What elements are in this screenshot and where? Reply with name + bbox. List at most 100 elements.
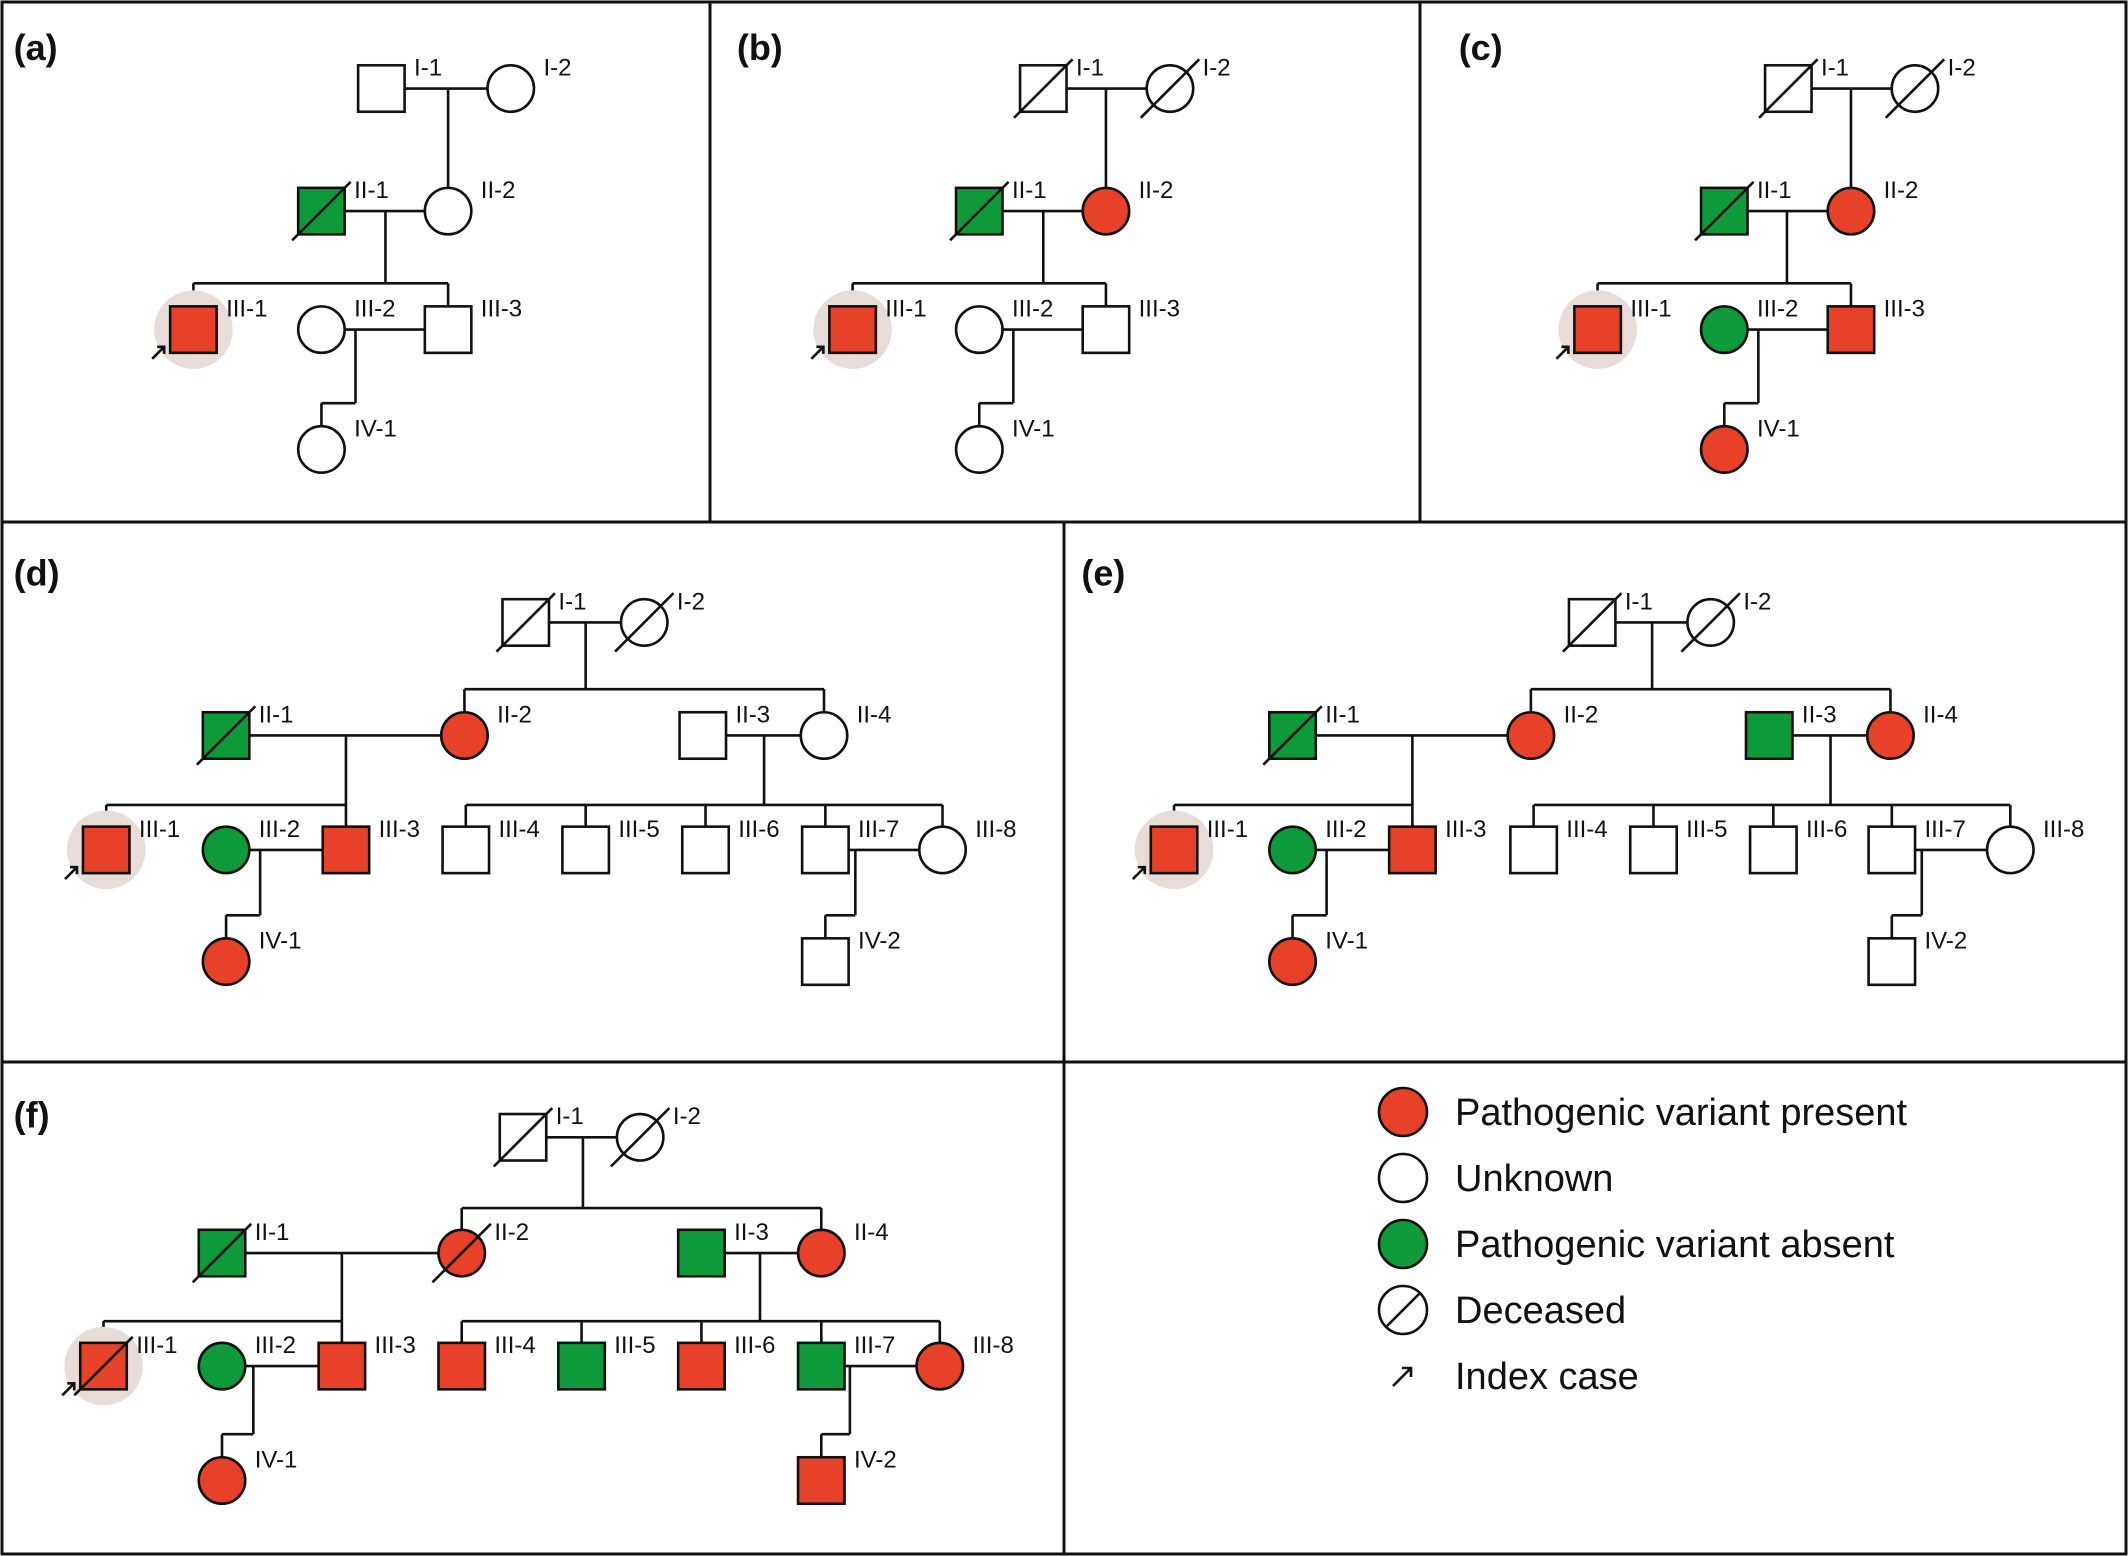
individual-label: II-1 (255, 1219, 290, 1246)
female-symbol (439, 710, 489, 761)
male-symbol (1744, 710, 1794, 761)
male-symbol (1628, 825, 1679, 875)
individual-label: II-2 (1564, 701, 1599, 728)
individual-label: I-1 (556, 1103, 584, 1130)
index-arrow-icon (151, 345, 166, 360)
individual: II-2 (1826, 177, 1918, 236)
deceased-slash (1758, 58, 1819, 119)
individual-label: II-2 (494, 1219, 529, 1246)
male-symbol (680, 825, 731, 875)
individual-label: III-2 (1325, 816, 1366, 843)
arrow-icon (1392, 1367, 1412, 1387)
individual-label: III-1 (1207, 816, 1248, 843)
individual: III-2 (954, 296, 1053, 355)
individual: III-6 (1748, 816, 1847, 875)
open-circle (1377, 1152, 1429, 1204)
index-arrow-head (69, 865, 79, 875)
individual-label: II-3 (1802, 701, 1837, 728)
individual-label: III-1 (136, 1332, 177, 1359)
individual-label: III-4 (1566, 816, 1607, 843)
individual: III-5 (1628, 816, 1727, 875)
individual: III-7 (1867, 816, 1966, 875)
individual: II-1 (191, 1219, 290, 1284)
individual: III-1 (64, 810, 180, 890)
individual-label: III-2 (259, 816, 300, 843)
deceased-slash (1680, 592, 1741, 653)
individual: III-5 (557, 1332, 656, 1391)
individual: IV-1 (197, 1446, 297, 1506)
individual-label: III-6 (1806, 816, 1847, 843)
individual-label: III-8 (975, 816, 1016, 843)
panel-letter: (a) (14, 27, 58, 68)
individual: III-7 (796, 1332, 895, 1391)
male-symbol (800, 825, 850, 875)
individual: I-2 (1884, 54, 1976, 119)
female-symbol (486, 63, 536, 114)
individual: III-5 (561, 816, 660, 875)
female-symbol (1506, 710, 1556, 761)
index-arrow-head (816, 345, 825, 354)
legend-label: Pathogenic variant absent (1455, 1224, 1895, 1266)
index-arrow-head (1561, 345, 1570, 354)
individual-label: III-6 (734, 1332, 775, 1359)
individual: IV-1 (296, 415, 397, 475)
individual: III-3 (1081, 296, 1180, 355)
individual: I-2 (1139, 54, 1231, 119)
individual-label: IV-1 (259, 928, 302, 955)
individual-label: I-1 (1076, 54, 1104, 81)
male-symbol (1748, 825, 1798, 875)
index-arrow-icon (64, 866, 78, 881)
individual-label: III-1 (139, 816, 180, 843)
individual-label: III-7 (858, 816, 899, 843)
male-symbol (1149, 825, 1199, 875)
individual-label: II-3 (734, 1219, 769, 1246)
individual: I-2 (609, 1103, 701, 1168)
individual: II-3 (676, 1219, 769, 1278)
individual-label: II-4 (857, 701, 892, 728)
deceased-slash (495, 592, 556, 653)
individual: I-2 (1680, 588, 1771, 653)
individual: III-2 (1267, 816, 1367, 875)
legend-item-present: Pathogenic variant present (1377, 1086, 1908, 1138)
deceased-slash (1694, 180, 1755, 242)
deceased-slash (609, 1107, 671, 1168)
individual-label: III-1 (885, 296, 926, 323)
individual: III-3 (321, 816, 420, 875)
individual: III-3 (423, 296, 522, 355)
panel-letter: (d) (14, 553, 60, 594)
individual: II-2 (1081, 177, 1173, 236)
individual-label: IV-1 (1757, 415, 1800, 442)
individual-label: III-6 (738, 816, 779, 843)
individual-label: III-7 (1925, 816, 1966, 843)
male-symbol (356, 63, 406, 114)
individual: II-2 (423, 177, 515, 236)
individual-label: I-2 (543, 54, 571, 81)
individual-label: I-1 (558, 588, 586, 615)
panel-letter: (e) (1081, 553, 1125, 594)
individual: III-6 (676, 1332, 775, 1391)
individual: I-2 (486, 54, 571, 114)
individual-label: I-2 (1743, 588, 1771, 615)
individual: III-2 (201, 816, 300, 875)
individual-label: II-4 (1923, 701, 1958, 728)
individual-label: III-5 (614, 1332, 655, 1359)
individual-label: IV-2 (854, 1446, 897, 1473)
panel-letter: (c) (1459, 27, 1503, 68)
female-symbol (197, 1455, 247, 1506)
deceased-slash (1262, 705, 1323, 766)
individual: IV-2 (796, 1446, 897, 1506)
female-symbol (1985, 825, 2035, 875)
individual: II-1 (195, 701, 293, 766)
panel-letter: (b) (737, 27, 783, 68)
male-symbol (1826, 305, 1876, 355)
index-arrow-head (1137, 865, 1147, 875)
individual-label: III-7 (854, 1332, 895, 1359)
individual-label: III-3 (481, 296, 522, 323)
male-symbol (441, 825, 491, 875)
individual-label: II-3 (735, 701, 770, 728)
female-symbol (201, 825, 251, 875)
